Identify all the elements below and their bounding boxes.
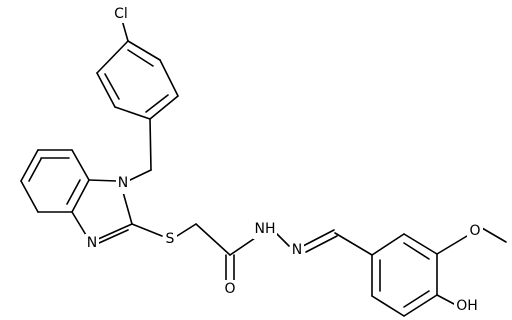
bond-ring-o-methoxy: [436, 235, 468, 255]
chlorophenyl-ring: [96, 19, 179, 120]
double-bond-inner: [98, 229, 129, 244]
atom-label-hydrazone-n: N: [292, 242, 302, 258]
double-bond-inner: [127, 49, 154, 67]
bond-benzyl-ch2: [149, 118, 152, 171]
bond: [95, 223, 133, 241]
atom-label-sulfur: S: [166, 231, 175, 247]
bond: [371, 295, 405, 317]
bond-carbonyl-nh: [229, 237, 256, 256]
atom-label-carbonyl-oxygen: O: [224, 281, 235, 297]
bond: [127, 40, 161, 61]
bond-n-ch-double-b: [305, 235, 338, 253]
atom-label-chlorine: Cl: [114, 6, 128, 22]
atom-label-nh: NH: [255, 221, 276, 237]
bond-ring-oh: [436, 294, 455, 305]
bond: [20, 149, 39, 182]
double-bond-inner: [28, 158, 42, 182]
bond: [371, 233, 405, 256]
atom-labels: Cl N N S O NH N O OH: [85, 5, 483, 315]
bond-o-methyl: [481, 227, 507, 243]
bond-nh-n: [274, 231, 290, 247]
bond: [71, 149, 90, 181]
bond: [114, 106, 151, 120]
atom-label-hydroxyl: OH: [456, 298, 478, 314]
bond-ch-aryl: [334, 232, 373, 256]
bond: [71, 179, 90, 213]
double-bond-inner: [66, 179, 81, 205]
atom-label-n1: N: [118, 175, 128, 191]
bond-c-cl: [121, 19, 129, 42]
bond: [88, 179, 118, 182]
bond: [159, 59, 179, 97]
bond-c2-s: [131, 223, 163, 237]
bond-ch2-carbonyl: [195, 223, 231, 256]
bond: [403, 233, 438, 255]
imidazole-ring: [71, 179, 133, 244]
atom-label-methoxy-oxygen: O: [469, 223, 480, 239]
benzimidazole-benzene-ring: [20, 149, 90, 213]
double-bond-inner: [104, 73, 120, 100]
bond-s-ch2: [176, 223, 197, 237]
bond: [20, 180, 39, 213]
bond: [96, 40, 129, 74]
bond: [403, 294, 438, 317]
double-bond-inner: [403, 290, 430, 308]
bond-ch2-n1: [127, 169, 152, 182]
bond: [122, 191, 133, 225]
bond: [96, 72, 116, 108]
double-bond-inner: [403, 242, 430, 260]
vanillin-ring: [371, 233, 438, 317]
atom-label-n3: N: [87, 235, 97, 251]
double-bond-inner: [145, 94, 169, 113]
bond-n-ch-double-a: [302, 229, 335, 247]
bond: [149, 95, 179, 120]
bond: [71, 211, 87, 236]
